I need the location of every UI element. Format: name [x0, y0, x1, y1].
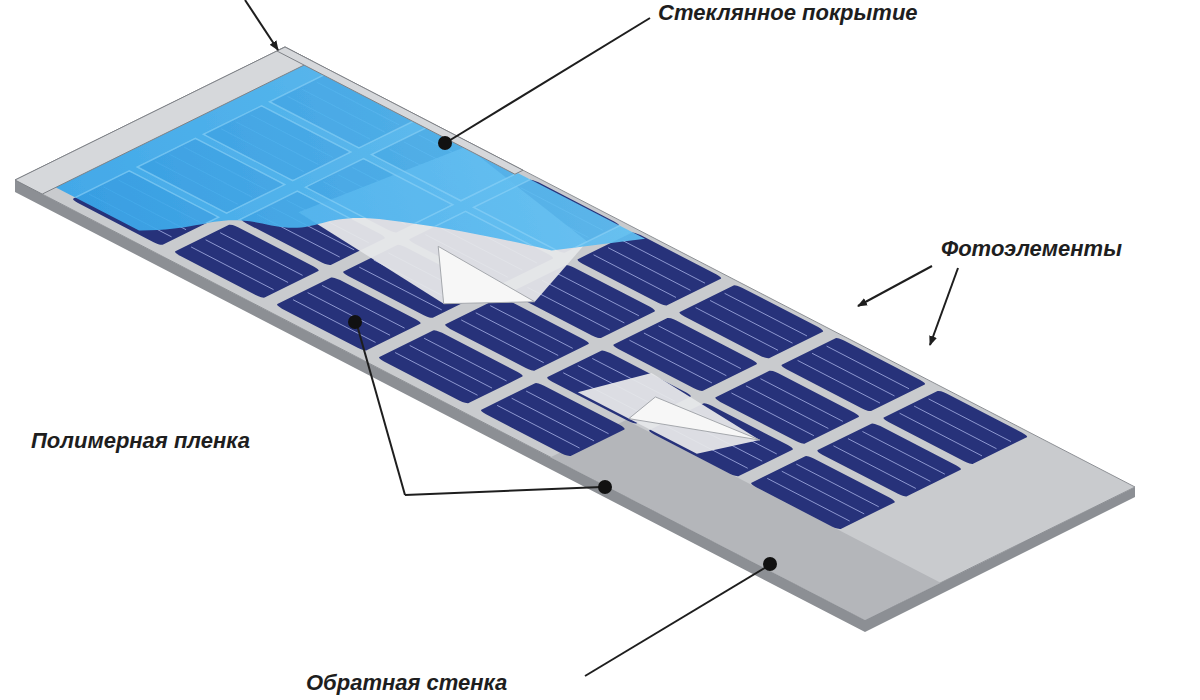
- leader-line: [405, 487, 602, 495]
- leader-line: [930, 268, 958, 345]
- glass-cell-outline: [275, 277, 422, 352]
- glass-cover: [54, 63, 645, 363]
- leader-dot: [598, 480, 612, 494]
- busbar: [623, 241, 705, 284]
- busbar: [929, 399, 1011, 442]
- glass-cell-outline: [341, 244, 488, 319]
- frame: [277, 47, 523, 174]
- leader-line: [245, 0, 278, 50]
- busbar: [827, 346, 909, 389]
- part-label: Полимерная пленка: [28, 428, 253, 454]
- part-label: Стеклянное покрытие: [655, 0, 921, 26]
- photo-cell: [882, 390, 1029, 465]
- leader-line: [447, 18, 650, 142]
- leader-line: [357, 325, 405, 495]
- part-label: Фотоэлементы: [938, 236, 1125, 262]
- busbar: [725, 293, 807, 336]
- film-curl: [620, 392, 759, 463]
- leader-dot: [438, 136, 452, 150]
- leader-line: [858, 266, 932, 306]
- glass-cell-outline: [408, 211, 555, 286]
- polymer-film: [578, 364, 771, 462]
- part-label: Обратная стенка: [303, 670, 510, 696]
- leader-lines: [245, 0, 958, 676]
- film-curl: [384, 246, 540, 325]
- back-sheet: [15, 47, 1135, 620]
- leader-dot: [348, 315, 362, 329]
- panel-body: [15, 47, 1135, 620]
- frame: [15, 47, 312, 194]
- leader-line: [585, 566, 768, 676]
- photo-cell: [780, 337, 927, 412]
- glass-cell-outline: [306, 159, 453, 234]
- glass-cell-outline: [239, 191, 386, 266]
- glass-cell-outline: [204, 106, 351, 181]
- leader-dots: [348, 136, 777, 571]
- glass-cell-outline: [474, 179, 621, 254]
- glass-cell-outline: [137, 138, 284, 213]
- photo-cell: [678, 284, 825, 359]
- glass-cell-outline: [173, 224, 320, 299]
- glass-cell-outline: [71, 171, 218, 246]
- leader-dot: [763, 557, 777, 571]
